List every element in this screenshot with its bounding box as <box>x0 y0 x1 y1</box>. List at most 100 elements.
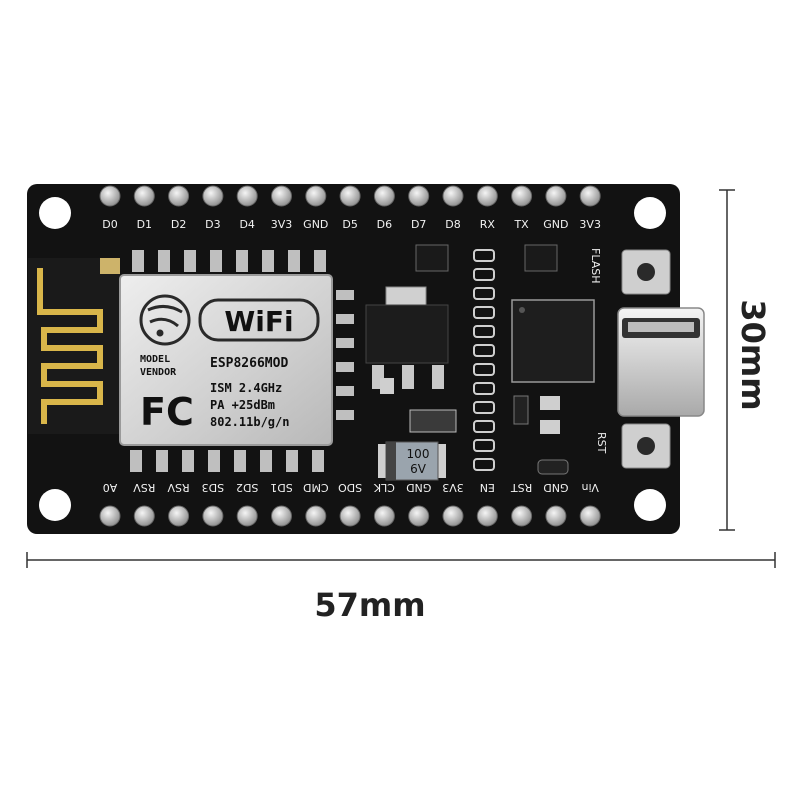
header-pin <box>373 505 395 527</box>
pin-label-bottom: SD1 <box>270 481 292 494</box>
header-pin <box>133 505 155 527</box>
smd-components <box>409 244 569 475</box>
header-pin <box>408 505 430 527</box>
smd-resistor <box>473 382 495 395</box>
usb-serial-chip <box>511 299 595 383</box>
header-pin <box>168 185 190 207</box>
header-pin <box>545 185 567 207</box>
header-pin <box>339 505 361 527</box>
wifi-badge <box>198 298 320 342</box>
pin-label-bottom: CLK <box>373 481 395 494</box>
pin-label-top: D6 <box>377 218 392 231</box>
smd-resistor <box>473 363 495 376</box>
smd-resistor <box>473 249 495 262</box>
spec-power: PA +25dBm <box>210 398 275 412</box>
flash-label: FLASH <box>589 248 602 284</box>
smd-resistor <box>473 325 495 338</box>
smd-resistor <box>473 420 495 433</box>
tantalum-capacitor: 100 6V <box>378 441 446 481</box>
bottom-header-pins <box>99 505 601 527</box>
header-pin <box>236 185 258 207</box>
pin-label-top: RX <box>480 218 496 231</box>
height-label: 30mm <box>734 299 772 410</box>
pin-label-top: D0 <box>102 218 117 231</box>
capacitor-voltage: 6V <box>410 462 427 476</box>
pin-label-bottom: RSV <box>167 481 190 494</box>
header-pin <box>339 185 361 207</box>
vendor-label: VENDOR <box>140 367 177 378</box>
header-pin <box>99 185 121 207</box>
smd-resistor <box>473 287 495 300</box>
header-pin <box>271 185 292 207</box>
header-pin <box>579 185 601 207</box>
smd-resistor <box>473 344 495 357</box>
header-pin <box>305 185 327 207</box>
pin-label-top: D1 <box>137 218 152 231</box>
smd-resistor <box>473 401 495 414</box>
pin-label-bottom: GND <box>406 481 431 494</box>
pin-label-top: D4 <box>239 218 254 231</box>
spec-frequency: ISM 2.4GHz <box>210 381 282 395</box>
fcc-logo: FC <box>140 390 194 434</box>
pin-label-top: TX <box>513 218 529 231</box>
header-pin <box>236 505 258 527</box>
smd-resistor <box>473 268 495 281</box>
pin-label-bottom: SD3 <box>202 481 224 494</box>
capacitor-value: 100 <box>407 447 430 461</box>
header-pin <box>408 185 430 207</box>
pin-label-top: D7 <box>411 218 426 231</box>
pin-label-top: 3V3 <box>271 218 293 231</box>
pin-label-bottom: SD2 <box>236 481 258 494</box>
mounting-holes <box>39 197 666 521</box>
header-pin <box>305 505 327 527</box>
voltage-regulator <box>365 286 449 394</box>
rst-label: RST <box>595 432 608 454</box>
module-pads <box>100 250 354 472</box>
pin-label-bottom: RST <box>511 481 533 494</box>
header-pin <box>442 185 464 207</box>
rst-button[interactable] <box>621 423 671 469</box>
flash-button[interactable] <box>621 249 671 295</box>
pin-label-top: 3V3 <box>579 218 601 231</box>
header-pin <box>511 185 533 207</box>
micro-usb-port[interactable] <box>617 307 705 417</box>
header-pin <box>99 505 121 527</box>
pin-label-bottom: CMD <box>303 481 329 494</box>
header-pin <box>579 505 601 527</box>
header-pin <box>168 505 190 527</box>
smd-resistor <box>473 439 495 452</box>
model-label: MODEL <box>140 354 170 365</box>
pin-label-bottom: GND <box>543 481 568 494</box>
pin-label-top: D8 <box>445 218 460 231</box>
header-pin <box>133 185 155 207</box>
pin-label-bottom: SDO <box>338 481 362 494</box>
pin-label-top: D5 <box>342 218 357 231</box>
espressif-logo <box>139 294 191 346</box>
pin-label-bottom: RSV <box>133 481 156 494</box>
pin-label-top: GND <box>303 218 328 231</box>
header-pin <box>271 505 292 527</box>
height-dimension <box>719 189 735 531</box>
pin-label-top: D3 <box>205 218 220 231</box>
header-pin <box>442 505 464 527</box>
wifi-logo-text: WiFi <box>224 305 293 338</box>
header-pin <box>202 185 224 207</box>
pcb-antenna <box>28 258 120 434</box>
pin-label-bottom: EN <box>480 481 495 494</box>
pin-label-bottom: A0 <box>103 481 118 494</box>
smd-resistor <box>473 458 495 471</box>
esp8266-module: WiFi MODEL VENDOR ESP8266MOD FC ISM 2.4G… <box>119 274 333 446</box>
pin-label-bottom: 3V3 <box>442 481 464 494</box>
header-pin <box>545 505 567 527</box>
width-label: 57mm <box>314 586 425 624</box>
smd-resistor <box>473 306 495 319</box>
resistor-column <box>473 249 495 471</box>
spec-standard: 802.11b/g/n <box>210 415 289 429</box>
part-number: ESP8266MOD <box>210 356 288 371</box>
top-header-pins <box>99 185 601 207</box>
width-dimension <box>26 552 776 568</box>
pin-label-bottom: Vin <box>582 481 599 494</box>
